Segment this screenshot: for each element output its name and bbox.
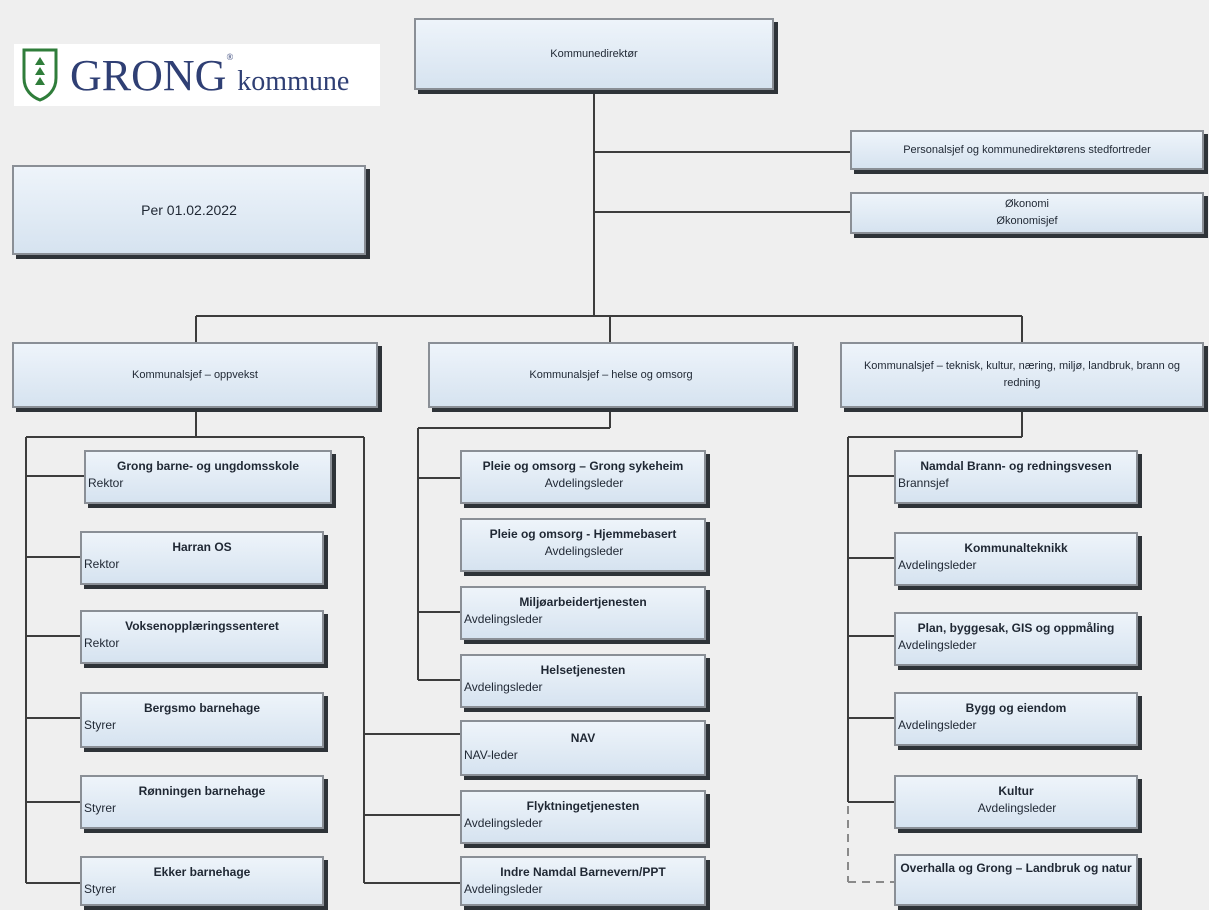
unit-title: Plan, byggesak, GIS og oppmåling (917, 621, 1115, 635)
unit-leader: Avdelingsleder (464, 612, 543, 626)
unit-leader: Rektor (84, 636, 120, 650)
sector-oppvekst-box: Kommunalsjef – oppvekst (12, 342, 378, 408)
unit-box: Pleie og omsorg - Hjemmebasert Avdelings… (460, 518, 706, 572)
unit-title: Grong barne- og ungdomsskole (116, 459, 299, 473)
logo-wordmark: GRONG®kommune (70, 50, 349, 101)
unit-title: Bygg og eiendom (965, 701, 1067, 715)
sector-teknisk-label: Kommunalsjef – teknisk, kultur, næring, … (863, 360, 1181, 389)
unit-title: Bergsmo barnehage (143, 701, 261, 715)
date-label: Per 01.02.2022 (141, 201, 237, 218)
unit-leader: Avdelingsleder (898, 718, 977, 732)
unit-box: Bygg og eiendom Avdelingsleder (894, 692, 1138, 746)
unit-title: Harran OS (172, 540, 232, 554)
unit-leader: Avdelingsleder (898, 638, 977, 652)
grong-kommune-logo: GRONG®kommune (14, 44, 380, 106)
sector-helse-box: Kommunalsjef – helse og omsorg (428, 342, 794, 408)
unit-title: Overhalla og Grong – Landbruk og natur (900, 861, 1132, 875)
unit-leader: Styrer (84, 882, 117, 896)
unit-title: Flyktningetjenesten (526, 799, 640, 813)
logo-registered-mark: ® (226, 51, 234, 62)
personnel-chief-label: Personalsjef og kommunedirektørens stedf… (903, 143, 1151, 156)
economy-label: Økonomi (1004, 198, 1049, 210)
unit-title: Indre Namdal Barnevern/PPT (500, 865, 666, 879)
unit-leader: Rektor (88, 476, 124, 490)
unit-leader: Rektor (84, 557, 120, 571)
unit-title: Miljøarbeidertjenesten (519, 595, 647, 609)
unit-box: Helsetjenesten Avdelingsleder (460, 654, 706, 708)
unit-leader: Avdelingsleder (544, 544, 624, 558)
unit-box: Ekker barnehage Styrer (80, 856, 324, 906)
unit-box: Plan, byggesak, GIS og oppmåling Avdelin… (894, 612, 1138, 666)
unit-box: Rønningen barnehage Styrer (80, 775, 324, 829)
unit-box: Namdal Brann- og redningsvesen Brannsjef (894, 450, 1138, 504)
shield-icon (22, 48, 58, 102)
unit-leader: Avdelingsleder (898, 558, 977, 572)
unit-title: Voksenopplæringssenteret (125, 619, 279, 633)
logo-name: GRONG (70, 50, 227, 100)
unit-box: Grong barne- og ungdomsskole Rektor (84, 450, 332, 504)
unit-box: NAV NAV-leder (460, 720, 706, 776)
unit-box: Overhalla og Grong – Landbruk og natur (894, 854, 1138, 906)
unit-leader: Styrer (84, 801, 117, 815)
date-box: Per 01.02.2022 (12, 165, 366, 255)
unit-box: Voksenopplæringssenteret Rektor (80, 610, 324, 664)
unit-leader: Avdelingsleder (544, 476, 624, 490)
unit-box: Indre Namdal Barnevern/PPT Avdelingslede… (460, 856, 706, 906)
sector-helse-label: Kommunalsjef – helse og omsorg (529, 368, 693, 381)
director-box: Kommunedirektør (414, 18, 774, 90)
unit-box: Kommunalteknikk Avdelingsleder (894, 532, 1138, 586)
unit-title: Ekker barnehage (153, 865, 251, 879)
economy-chief-label: Økonomisjef (996, 215, 1058, 227)
unit-leader: Styrer (84, 718, 117, 732)
unit-title: Rønningen barnehage (138, 784, 266, 798)
director-label: Kommunedirektør (550, 47, 638, 60)
unit-box: Harran OS Rektor (80, 531, 324, 585)
unit-title: Kultur (998, 784, 1034, 798)
unit-title: Namdal Brann- og redningsvesen (920, 459, 1112, 473)
personnel-chief-box: Personalsjef og kommunedirektørens stedf… (850, 130, 1204, 170)
unit-leader: Brannsjef (898, 476, 949, 490)
unit-title: NAV (570, 731, 596, 745)
economy-box: Økonomi Økonomisjef (850, 192, 1204, 234)
unit-box: Bergsmo barnehage Styrer (80, 692, 324, 748)
unit-leader: Avdelingsleder (977, 801, 1057, 815)
unit-title: Pleie og omsorg – Grong sykeheim (482, 459, 684, 473)
unit-box: Miljøarbeidertjenesten Avdelingsleder (460, 586, 706, 640)
unit-box: Kultur Avdelingsleder (894, 775, 1138, 829)
unit-box: Flyktningetjenesten Avdelingsleder (460, 790, 706, 844)
sector-teknisk-box: Kommunalsjef – teknisk, kultur, næring, … (840, 342, 1204, 408)
logo-suffix: kommune (237, 65, 350, 97)
unit-box: Pleie og omsorg – Grong sykeheim Avdelin… (460, 450, 706, 504)
unit-title: Helsetjenesten (540, 663, 626, 677)
unit-leader: Avdelingsleder (464, 816, 543, 830)
sector-oppvekst-label: Kommunalsjef – oppvekst (132, 368, 258, 381)
unit-title: Kommunalteknikk (964, 541, 1068, 555)
unit-leader: Avdelingsleder (464, 680, 543, 694)
unit-leader: NAV-leder (464, 748, 518, 762)
unit-leader: Avdelingsleder (464, 882, 543, 896)
unit-title: Pleie og omsorg - Hjemmebasert (489, 527, 677, 541)
